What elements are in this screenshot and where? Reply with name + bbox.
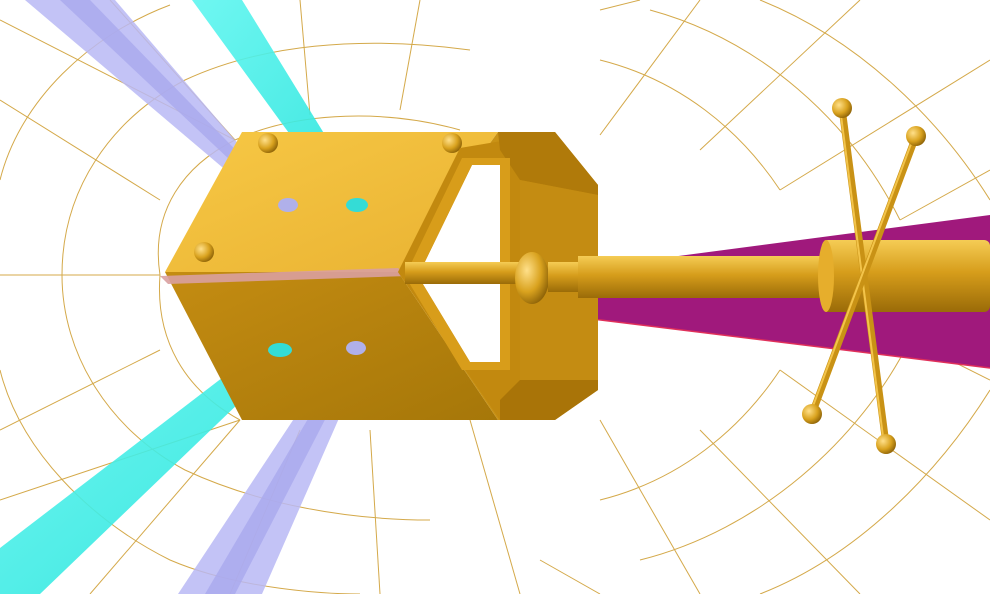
cyan-beam-bottom [0,345,292,594]
cross-rod-2 [808,132,920,418]
cross-rod-knob-2 [906,126,926,146]
cube-top-face [165,132,498,272]
bolt-2 [442,133,462,153]
hole-lavender-bottom [346,341,366,355]
rod-neck [548,262,580,292]
beam-holes [268,198,368,357]
hole-lavender-top [278,198,298,212]
rod-knob [515,252,549,304]
rod-sleeve-rim [818,240,834,312]
cube-bolts [194,133,462,262]
cross-rod-2-hi [809,135,915,415]
cross-rod-knob-1 [832,98,852,118]
hole-cyan-top [346,198,368,212]
collar-top-bevel [498,132,598,195]
gold-crossed-rods [802,98,926,454]
rod-thin [405,262,525,284]
collar-window-edge [405,158,510,370]
bolt-1 [258,133,278,153]
magenta-beam-edge [559,314,990,369]
cross-rod-knob-4 [876,434,896,454]
cross-rod-knob-3 [802,404,822,424]
collar-bottom-bevel [500,380,598,420]
rod-sleeve [822,240,990,312]
hole-cyan-bottom [268,343,292,357]
cube-bottom-face [165,272,498,420]
bolt-3 [194,242,214,262]
cube-edge-highlight [160,268,408,284]
